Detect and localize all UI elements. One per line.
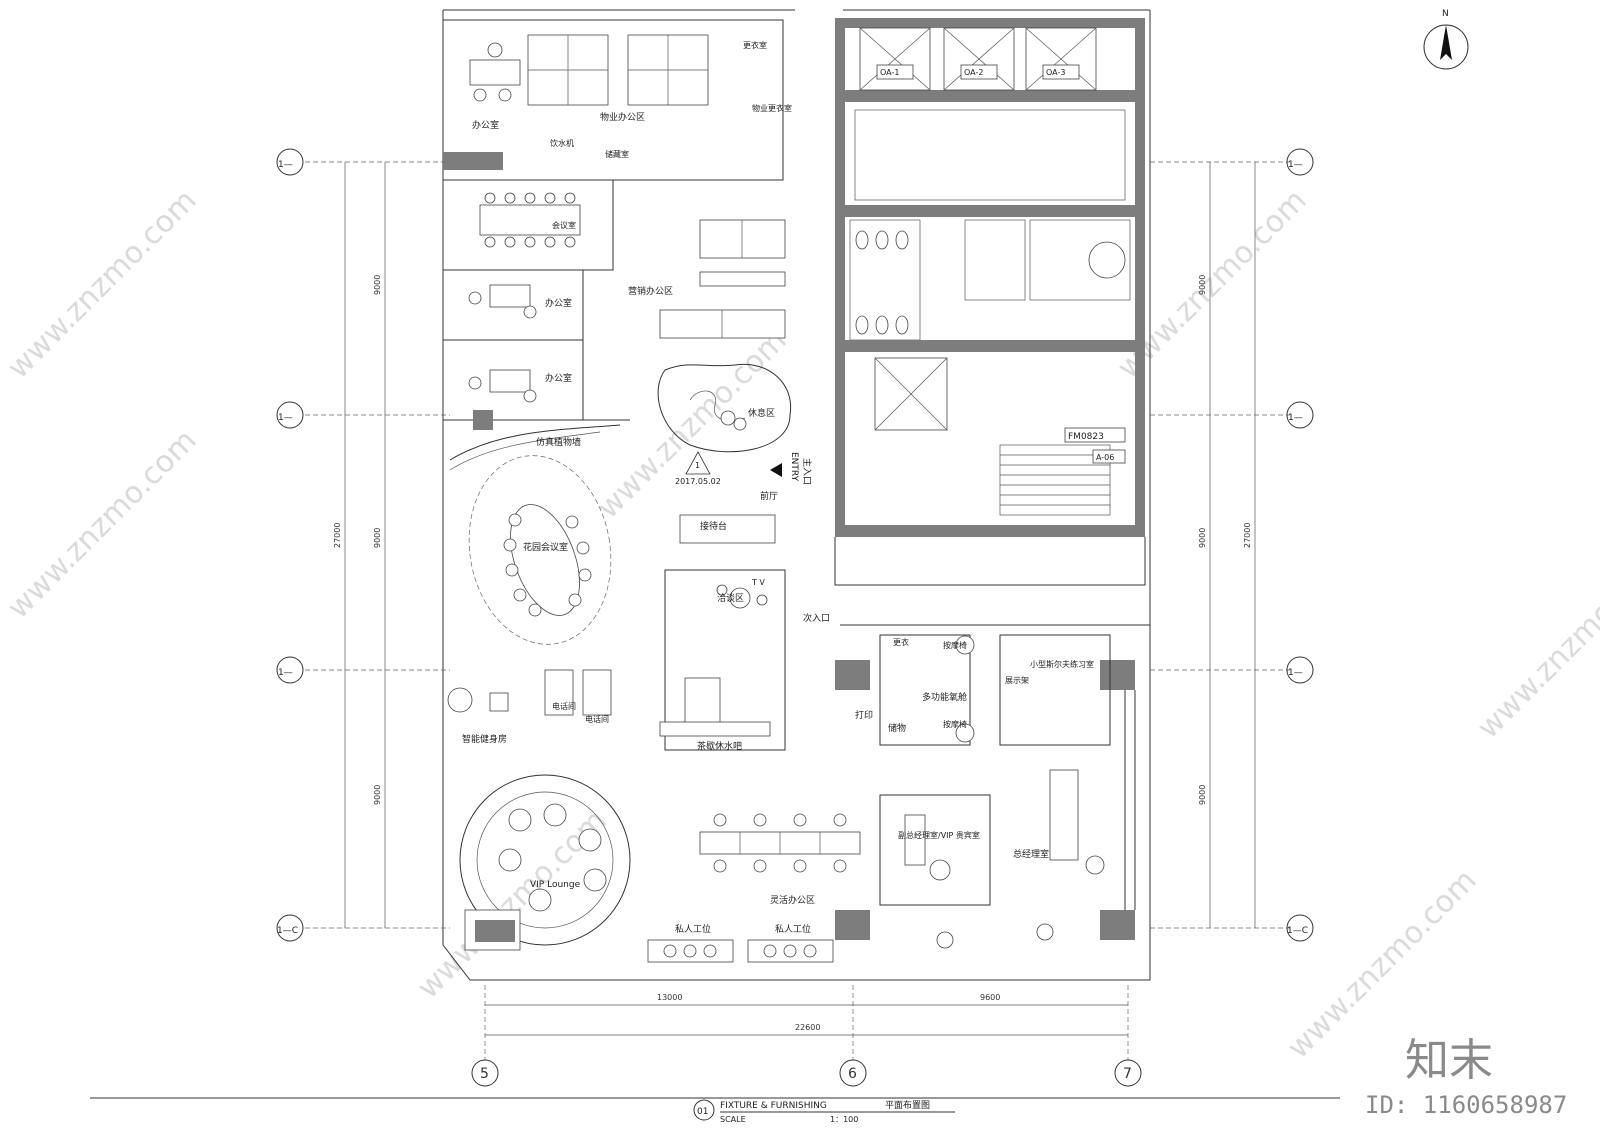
dim-bottom-part: 13000	[657, 993, 682, 1002]
entry-label: 主入口	[801, 458, 813, 485]
grid-row-label: 1—C	[277, 926, 298, 936]
grid-row-label: 1—	[1288, 413, 1303, 423]
drawing-title-en: FIXTURE & FURNISHING	[720, 1101, 827, 1111]
id-watermark: ID: 1160658987	[1365, 1091, 1567, 1119]
room-label: 茶歇休水吧	[697, 740, 742, 752]
furniture-layer	[447, 34, 1105, 963]
room-label: 次入口	[803, 612, 830, 624]
room-label: 私人工位	[675, 923, 711, 935]
section-marker: 1 2017.05.02	[675, 451, 721, 486]
grid-bubbles: 1— 1— 1— 1—C 1— 1— 1— 1—C 5 6 7	[276, 148, 1314, 1087]
toilet-stalls	[849, 219, 1131, 341]
drawing-title-cn: 平面布置图	[885, 1099, 930, 1111]
grid-row-label: 1—	[278, 413, 293, 423]
room-label: 储藏室	[605, 149, 629, 159]
room-label: 多功能氧舱	[922, 691, 967, 703]
room-label: 物业更衣室	[752, 103, 792, 113]
grid-lines	[305, 161, 1290, 1060]
scale-value: 1：100	[830, 1115, 858, 1124]
door-code-tag: FM0823	[1068, 432, 1104, 442]
room-label: 会议室	[552, 220, 576, 230]
watermark-text: www.znzmo.com	[1, 423, 204, 626]
grid-col-label: 6	[848, 1066, 857, 1082]
room-label: 按摩椅	[943, 719, 967, 729]
north-arrow-icon: N	[1423, 9, 1469, 70]
room-label: 办公室	[545, 297, 572, 309]
room-label: 办公室	[545, 372, 572, 384]
dim-right-total: 27000	[1243, 523, 1252, 548]
elevator-tag: OA-1	[880, 68, 899, 77]
room-label: 灵活办公区	[770, 894, 815, 906]
dim-left-total: 27000	[333, 523, 342, 548]
room-label: 储物	[888, 722, 906, 734]
building-outline	[442, 9, 1151, 981]
grid-row-label: 1—C	[1287, 926, 1308, 936]
room-label: 洽谈区	[717, 592, 744, 604]
dim-bottom-part: 9600	[980, 993, 1000, 1002]
dim-left-part: 9000	[373, 275, 382, 295]
room-label: 副总经理室/VIP 贵宾室	[898, 830, 980, 840]
section-num: 1	[695, 461, 700, 470]
elevator-tag: OA-2	[964, 68, 983, 77]
dim-left-part: 9000	[373, 785, 382, 805]
dim-right-part: 9000	[1198, 528, 1207, 548]
room-label: T V	[751, 578, 765, 587]
dim-right-part: 9000	[1198, 785, 1207, 805]
title-block: 01 FIXTURE & FURNISHING 平面布置图 SCALE 1：10…	[90, 1097, 1340, 1124]
room-label: 物业办公区	[600, 111, 645, 123]
se-block-walls	[664, 569, 1150, 940]
entry-label: ENTRY	[789, 452, 799, 482]
entry-marker: ENTRY 主入口	[770, 452, 813, 485]
room-label: 展示架	[1005, 676, 1029, 685]
room-label: 营销办公区	[628, 285, 673, 297]
grid-col-label: 5	[480, 1066, 489, 1082]
room-label: 饮水机	[550, 138, 574, 148]
dim-left-part: 9000	[373, 528, 382, 548]
grid-row-label: 1—	[278, 160, 293, 170]
stair-icon	[999, 444, 1111, 516]
section-date: 2017.05.02	[675, 477, 721, 486]
room-label: VIP Lounge	[530, 880, 581, 890]
room-label: 更衣室	[743, 40, 767, 50]
room-label: 接待台	[700, 520, 727, 532]
room-label: 总经理室	[1013, 848, 1049, 860]
room-label: 更衣	[893, 637, 909, 647]
room-label: 办公室	[472, 119, 499, 131]
room-label: 花园会议室	[523, 541, 568, 553]
north-label: N	[1442, 9, 1449, 19]
elevator-tag: OA-3	[1046, 68, 1065, 77]
scale-label: SCALE	[720, 1115, 746, 1124]
grid-row-label: 1—	[278, 668, 293, 678]
dimension-lines: 27000 9000 9000 9000 27000 9000 9000 900…	[333, 162, 1256, 1036]
grid-row-label: 1—	[1288, 668, 1303, 678]
drawing-number: 01	[697, 1107, 708, 1117]
watermark-text: www.znzmo.com	[1, 183, 204, 386]
grid-row-label: 1—	[1288, 160, 1303, 170]
room-labels: 办公室 物业办公区 更衣室 物业更衣室 饮水机 储藏室 会议室 办公室 营销办公…	[462, 40, 1094, 935]
dim-bottom-total: 22600	[795, 1023, 820, 1032]
room-label: 电话间	[585, 714, 609, 724]
brand-watermark: 知末	[1405, 1035, 1493, 1086]
building-core: OA-1 OA-2 OA-3	[834, 18, 1146, 586]
watermark-text: www.znzmo.com	[1471, 543, 1600, 746]
stair-code-tag: A-06	[1096, 453, 1114, 462]
room-label: 打印	[855, 709, 873, 721]
room-label: 私人工位	[775, 923, 811, 935]
room-label: 小型斯尔夫练习室	[1030, 659, 1094, 669]
room-label: 前厅	[760, 490, 778, 502]
room-label: 按摩椅	[943, 640, 967, 650]
room-label: 智能健身房	[462, 733, 507, 745]
room-label: 休息区	[748, 407, 775, 419]
dim-right-part: 9000	[1198, 275, 1207, 295]
room-label: 电话间	[552, 701, 576, 711]
room-label: 仿真植物墙	[536, 436, 581, 448]
grid-col-label: 7	[1123, 1066, 1132, 1082]
